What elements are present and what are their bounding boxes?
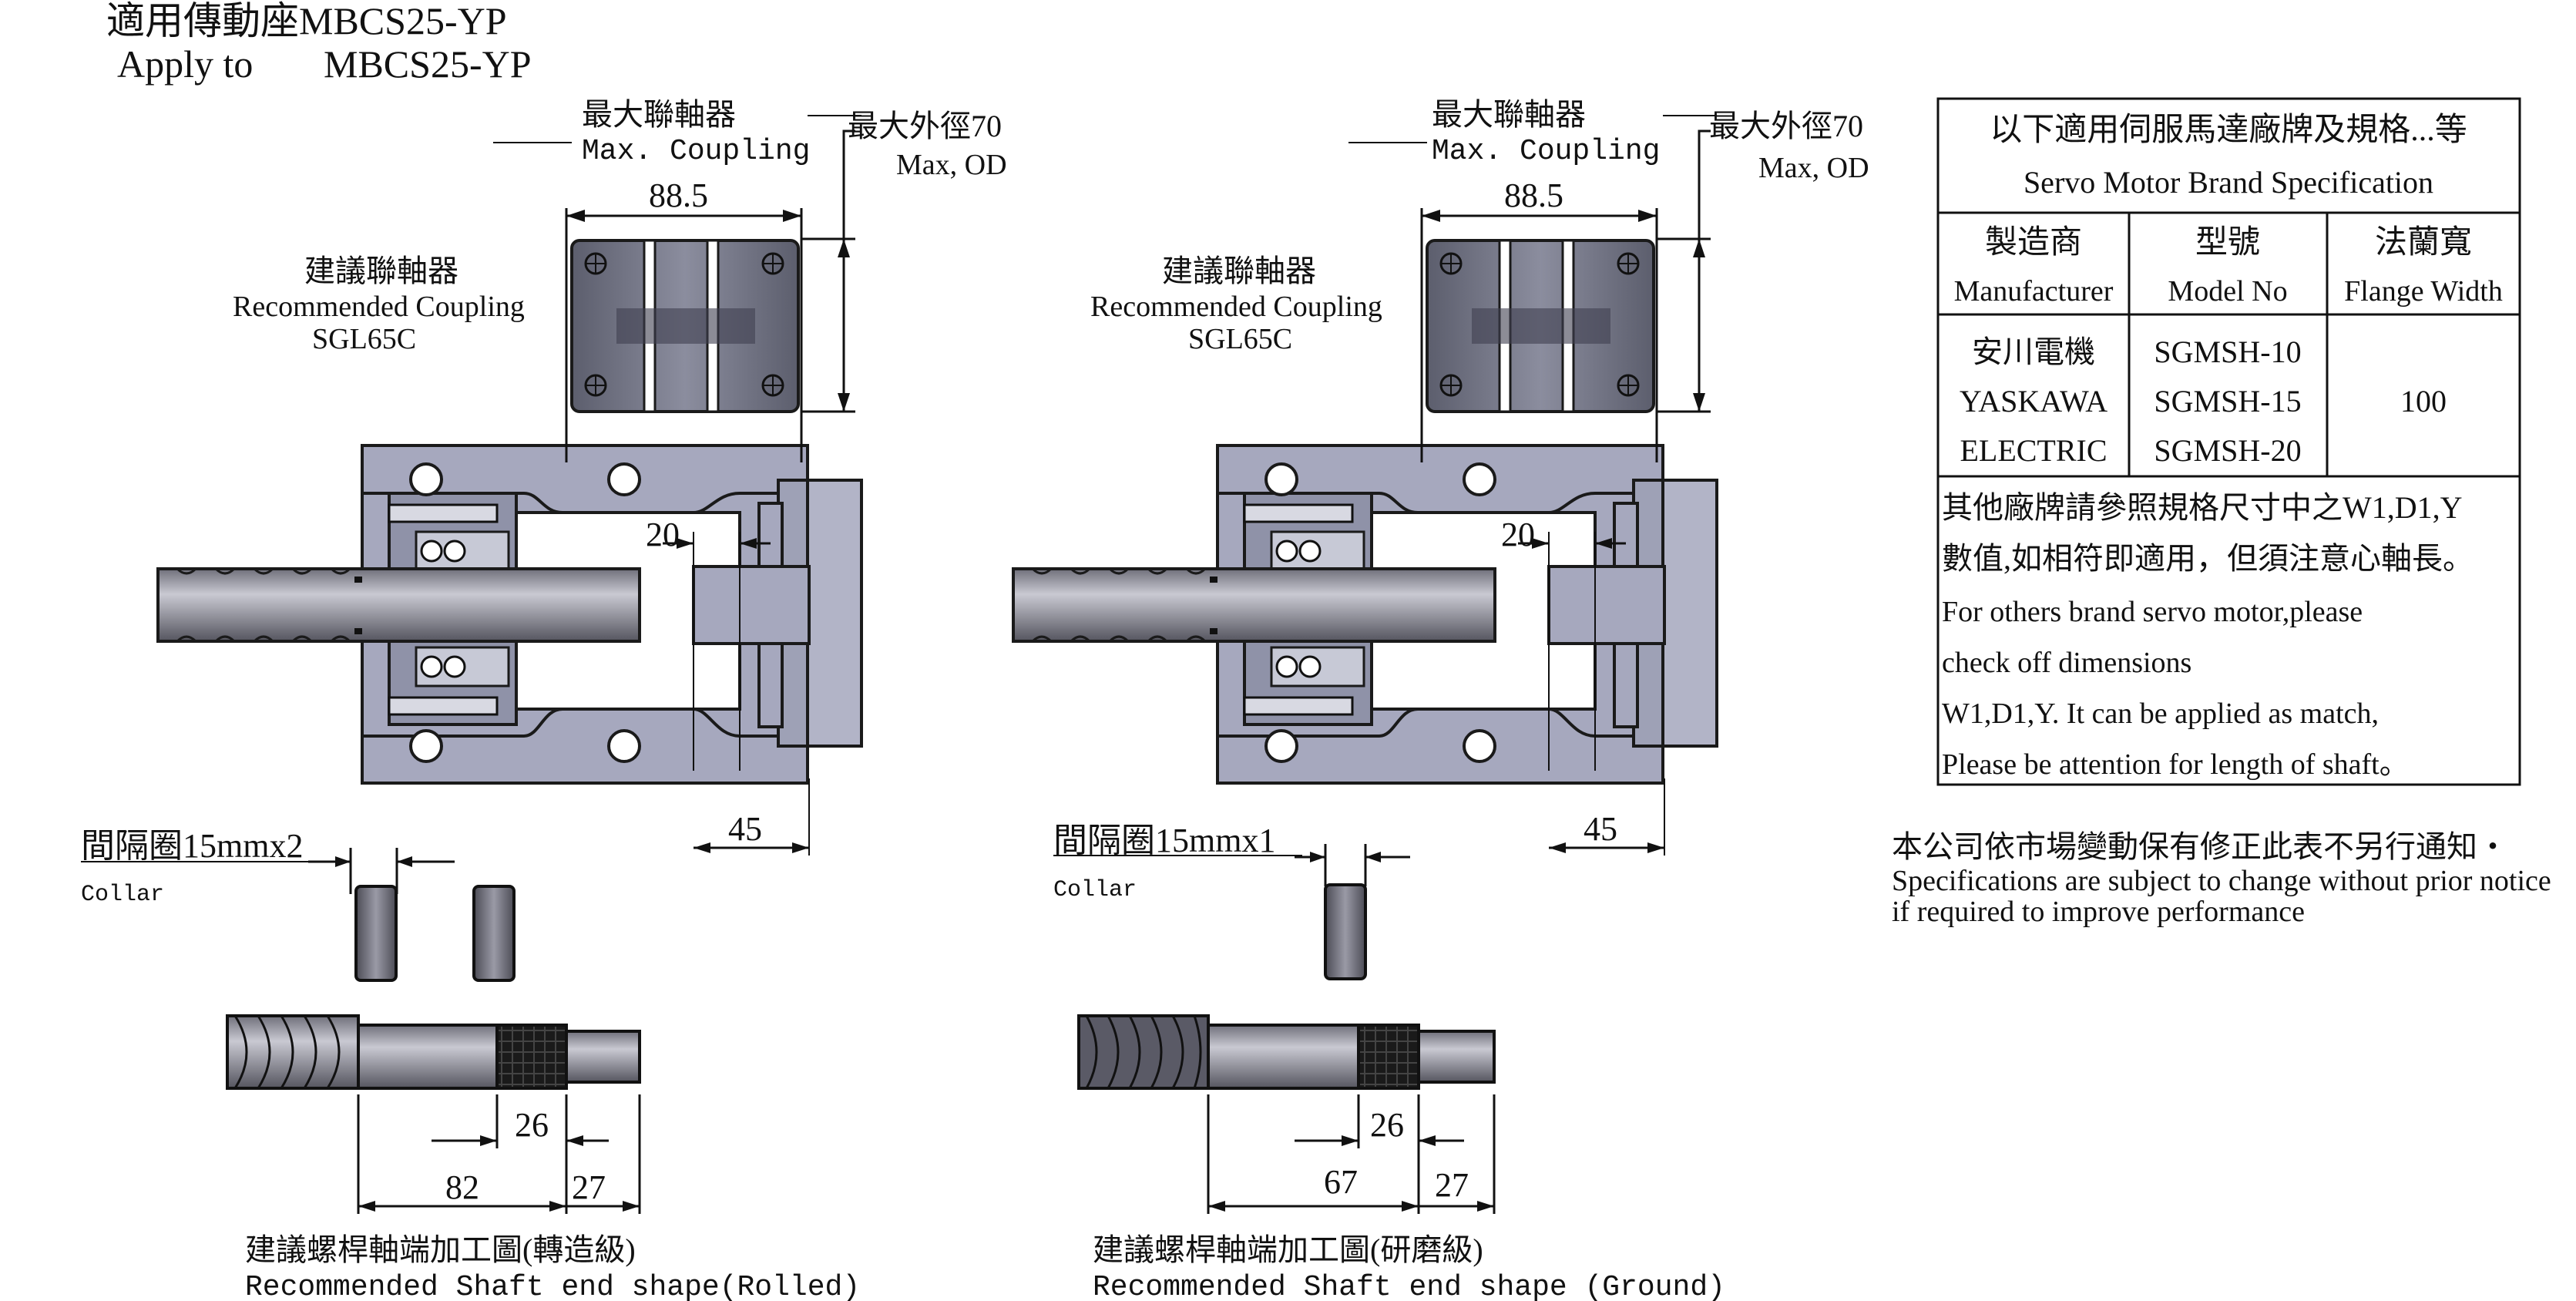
max-coupling-label-en: Max. Coupling <box>582 135 810 168</box>
cell-model: SGMSH-15 <box>2154 384 2301 419</box>
dim-shaft-length: 67 <box>1324 1163 1358 1201</box>
table-note: For others brand servo motor,please <box>1942 596 2363 628</box>
dim-shaft-length: 82 <box>445 1168 479 1206</box>
dim-gap: 20 <box>646 516 680 553</box>
header-flange-en: Flange Width <box>2344 275 2503 308</box>
table-note: 其他廠牌請參照規格尺寸中之W1,D1,Y <box>1942 490 2463 525</box>
collar-1 <box>354 885 398 982</box>
shaft-end-right: 26 67 27 建議螺桿軸端加工圖(研磨級) Recommended Shaf… <box>1077 1014 1725 1301</box>
max-od-label-zh: 最大外徑70 <box>1709 109 1863 143</box>
shaft-title-zh: 建議螺桿軸端加工圖(轉造級) <box>245 1232 636 1267</box>
max-coupling-label-zh: 最大聯軸器 <box>1432 97 1586 132</box>
table-note: check off dimensions <box>1942 647 2191 679</box>
collar-label-zh: 間隔圈15mmx2 <box>81 827 303 865</box>
max-od-label-en: Max, OD <box>1758 152 1869 184</box>
collar-2 <box>472 885 516 982</box>
max-coupling-label-zh: 最大聯軸器 <box>582 97 736 132</box>
cell-manufacturer: ELECTRIC <box>1960 433 2107 468</box>
cell-model: SGMSH-10 <box>2154 334 2301 369</box>
shaft-end-left: 26 82 27 建議螺桿軸端加工圖(轉造級) Recommended Shaf… <box>226 1014 860 1301</box>
disclaimer-en-2: if required to improve performance <box>1892 896 2305 928</box>
max-od-label-en: Max, OD <box>896 149 1007 181</box>
dim-flange: 45 <box>728 810 762 848</box>
shaft-title-en: Recommended Shaft end shape(Rolled) <box>245 1271 860 1301</box>
collar-section-left: 間隔圈15mmx2 Collar <box>81 827 516 982</box>
assembly-view-right: 最大聯軸器 Max. Coupling 最大外徑70 Max, OD 88.5 … <box>1012 97 1869 857</box>
rec-coupling-label-zh: 建議聯軸器 <box>1162 254 1316 288</box>
dim-thread-length: 26 <box>515 1106 549 1144</box>
header-manufacturer-zh: 製造商 <box>1985 225 2082 261</box>
cell-manufacturer: YASKAWA <box>1960 384 2107 419</box>
collar-label-en: Collar <box>81 882 164 908</box>
rec-coupling-model: SGL65C <box>1188 323 1292 355</box>
collar-section-right: 間隔圈15mmx1 Collar <box>1053 822 1410 980</box>
max-od-label-zh: 最大外徑70 <box>848 109 1002 143</box>
collar-label-zh: 間隔圈15mmx1 <box>1053 822 1275 859</box>
assembly-view-left: 最大聯軸器 Max. Coupling 最大外徑70 Max, OD 88.5 … <box>156 97 1007 857</box>
header-manufacturer-en: Manufacturer <box>1954 275 2114 308</box>
table-title-zh: 以下適用伺服馬達廠牌及規格...等 <box>1990 112 2467 148</box>
dim-flange: 45 <box>1584 810 1617 848</box>
table-title-en: Servo Motor Brand Specification <box>2024 165 2433 200</box>
shaft-title-zh: 建議螺桿軸端加工圖(研磨級) <box>1093 1232 1483 1267</box>
header-title-zh: 適用傳動座MBCS25-YP <box>106 0 507 42</box>
dim-coupling-length: 88.5 <box>1504 176 1563 214</box>
rec-coupling-label-zh: 建議聯軸器 <box>304 254 458 288</box>
header-model-en: Model No <box>2168 275 2287 308</box>
header-flange-zh: 法蘭寬 <box>2375 224 2472 261</box>
shaft-title-en: Recommended Shaft end shape (Ground) <box>1093 1271 1725 1301</box>
disclaimer: 本公司依市場變動保有修正此表不另行通知・ Specifications are … <box>1892 829 2551 928</box>
max-coupling-label-en: Max. Coupling <box>1432 135 1660 168</box>
dim-coupling-length: 88.5 <box>649 176 708 214</box>
collar-1 <box>1324 883 1367 980</box>
header-model-zh: 型號 <box>2195 225 2260 261</box>
dim-end-length: 27 <box>572 1168 606 1206</box>
disclaimer-zh: 本公司依市場變動保有修正此表不另行通知・ <box>1892 829 2508 864</box>
rec-coupling-label-en: Recommended Coupling <box>1090 291 1382 323</box>
table-note: Please be attention for length of shaft。 <box>1942 748 2409 781</box>
table-note: W1,D1,Y. It can be applied as match, <box>1942 698 2379 730</box>
dim-end-length: 27 <box>1435 1166 1469 1204</box>
dim-gap: 20 <box>1501 516 1535 553</box>
header-title-en-prefix: Apply to <box>117 42 253 86</box>
header-title-en-model: MBCS25-YP <box>324 42 532 86</box>
table-note: 數值,如相符即適用，但須注意心軸長。 <box>1942 541 2474 576</box>
cell-flange-width: 100 <box>2400 384 2447 419</box>
cell-model: SGMSH-20 <box>2154 433 2301 468</box>
collar-label-en: Collar <box>1053 877 1137 903</box>
disclaimer-en-1: Specifications are subject to change wit… <box>1892 865 2551 897</box>
rec-coupling-label-en: Recommended Coupling <box>233 291 525 323</box>
dim-thread-length: 26 <box>1370 1106 1404 1144</box>
cell-manufacturer: 安川電機 <box>1972 334 2095 369</box>
servo-spec-table: 以下適用伺服馬達廠牌及規格...等 Servo Motor Brand Spec… <box>1936 97 2521 786</box>
rec-coupling-model: SGL65C <box>312 323 416 355</box>
